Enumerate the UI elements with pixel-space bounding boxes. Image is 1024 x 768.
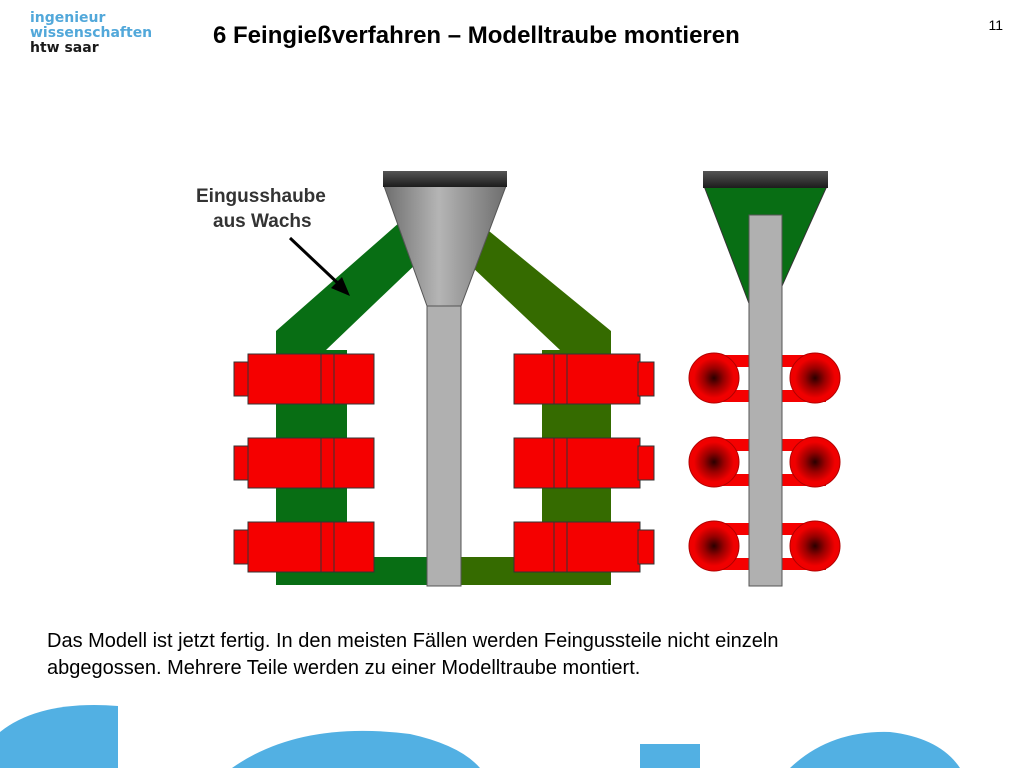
wax-runner-left: [276, 222, 427, 585]
wax-runner-right: [461, 222, 611, 585]
wax-parts-right: [513, 353, 655, 573]
disc-row: [688, 352, 841, 404]
side-view-assembly: [688, 171, 841, 587]
htw-saar-logo: ingenieur wissenschaften htw saar: [30, 11, 152, 56]
decorative-blue-shapes: [0, 705, 960, 768]
label-eingusshaube: Eingusshaube: [196, 186, 326, 207]
funnel-cap-right: [703, 171, 828, 188]
wax-parts-left: [233, 353, 375, 573]
deco-shape-bar: [640, 744, 700, 768]
label-aus-wachs: aus Wachs: [213, 211, 312, 232]
model-cluster-figure: Eingusshaube aus Wachs: [196, 171, 841, 587]
red-part: [513, 353, 655, 405]
red-part: [233, 353, 375, 405]
label-arrow: [288, 236, 350, 296]
deco-shape-arc-1: [232, 730, 480, 768]
logo-line-wissenschaften: wissenschaften: [30, 25, 153, 41]
red-part: [233, 437, 375, 489]
body-line-1: Das Modell ist jetzt fertig. In den meis…: [47, 630, 779, 652]
slide-title: 6 Feingießverfahren – Modelltraube monti…: [213, 22, 740, 49]
logo-line-htw-saar: htw saar: [30, 40, 99, 56]
page-number: 11: [988, 17, 1003, 33]
body-paragraph: Das Modell ist jetzt fertig. In den meis…: [47, 628, 947, 682]
deco-shape-arc-2: [790, 731, 960, 768]
red-part: [513, 437, 655, 489]
sprue-bar-left: [426, 303, 462, 587]
deco-shape-left: [0, 705, 118, 768]
sprue-bar-right: [748, 214, 783, 587]
red-part: [513, 521, 655, 573]
body-line-2: abgegossen. Mehrere Teile werden zu eine…: [47, 657, 641, 679]
red-part: [233, 521, 375, 573]
funnel-cap-left: [383, 171, 507, 187]
logo-line-ingenieur: ingenieur: [30, 10, 106, 26]
